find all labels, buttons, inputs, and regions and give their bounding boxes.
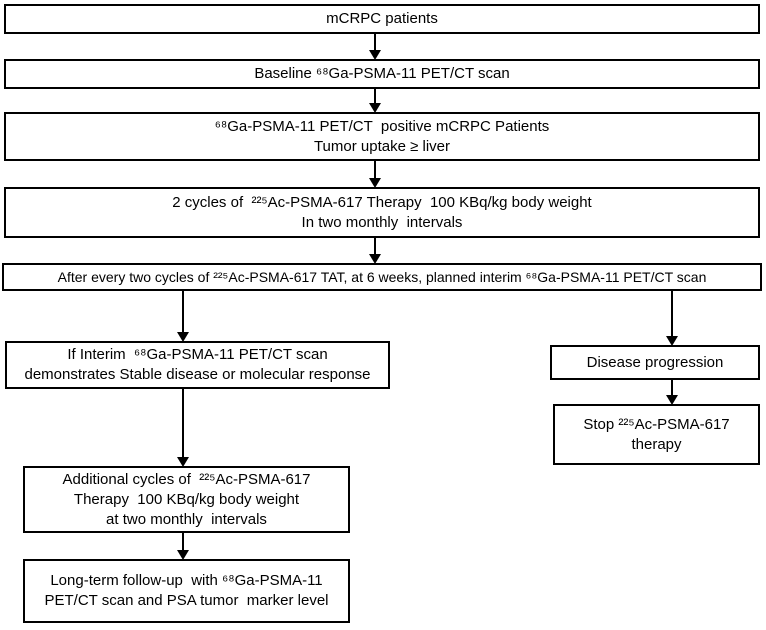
arrow-mcrpc-to-baseline (369, 33, 381, 60)
flow-node-positive-patients: ⁶⁸Ga-PSMA-11 PET/CT positive mCRPC Patie… (4, 112, 760, 161)
flow-node-stop-therapy: Stop ²²⁵Ac-PSMA-617 therapy (553, 404, 760, 465)
flow-node-baseline-scan: Baseline ⁶⁸Ga-PSMA-11 PET/CT scan (4, 59, 760, 89)
flow-node-additional-cycles: Additional cycles of ²²⁵Ac-PSMA-617 Ther… (23, 466, 350, 533)
arrow-baseline-to-positive (369, 89, 381, 113)
flow-node-stable-or-response: If Interim ⁶⁸Ga-PSMA-11 PET/CT scan demo… (5, 341, 390, 389)
flow-node-mcrpc-patients: mCRPC patients (4, 4, 760, 34)
arrow-therapy-to-interim (369, 238, 381, 264)
arrow-interim-to-stable (177, 290, 189, 342)
flow-node-therapy-two-cycles: 2 cycles of ²²⁵Ac-PSMA-617 Therapy 100 K… (4, 187, 760, 238)
flow-node-long-term-followup: Long-term follow-up with ⁶⁸Ga-PSMA-11 PE… (23, 559, 350, 623)
flow-node-disease-progression: Disease progression (550, 345, 760, 380)
flow-node-interim-scan: After every two cycles of ²²⁵Ac-PSMA-617… (2, 263, 762, 291)
arrow-positive-to-therapy (369, 161, 381, 188)
arrow-stable-to-additional (177, 389, 189, 467)
arrow-interim-to-progression (666, 290, 678, 346)
arrow-progression-to-stop (666, 380, 678, 405)
arrow-additional-to-followup (177, 533, 189, 560)
